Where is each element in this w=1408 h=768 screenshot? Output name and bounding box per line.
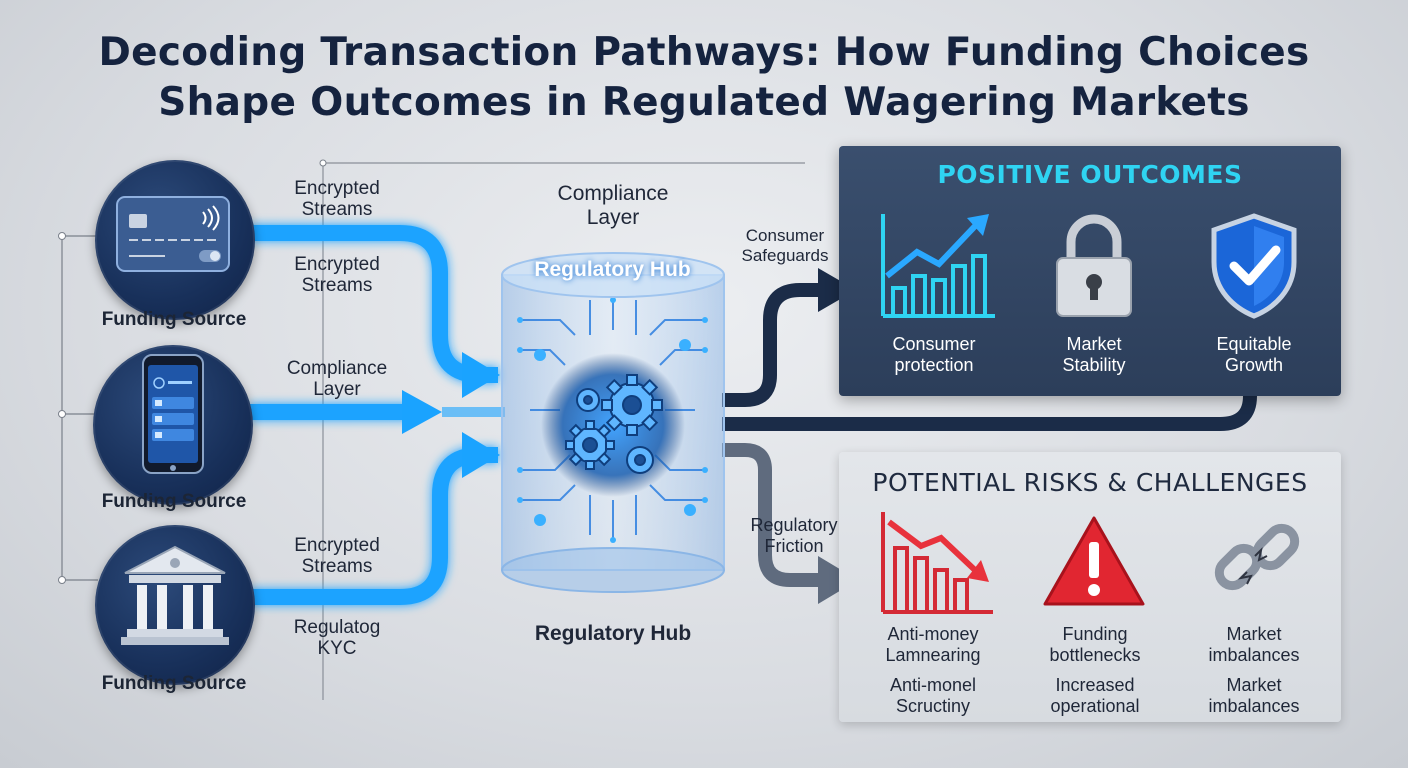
funding-source-label-3: Funding Source	[101, 673, 247, 694]
top-connector	[322, 162, 805, 700]
risk-item-sub-3: Market imbalances	[1208, 675, 1300, 716]
funding-source-phone-circle	[93, 345, 253, 505]
label-compliance-layer-left: Compliance Layer	[286, 358, 388, 400]
risks-panel: POTENTIAL RISKS & CHALLENGES Anti-money …	[839, 452, 1341, 722]
funding-source-label-1: Funding Source	[101, 309, 247, 330]
label-encrypted-streams-1: Encrypted Streams	[294, 178, 380, 220]
left-bracket	[61, 235, 100, 581]
funding-source-card-circle	[95, 160, 255, 320]
padlock-icon	[1056, 214, 1132, 317]
warning-icon	[1043, 516, 1145, 606]
risk-item-sub-2: Increased operational	[1050, 675, 1140, 716]
hub-bottom-label: Regulatory Hub	[534, 622, 692, 645]
positive-item-label-3: Equitable Growth	[1216, 334, 1292, 375]
gears-icon	[565, 374, 663, 474]
label-consumer-safeguards: Consumer Safeguards	[741, 226, 829, 265]
label-compliance-layer-top: Compliance Layer	[557, 182, 669, 229]
title-line-2: Shape Outcomes in Regulated Wagering Mar…	[158, 80, 1250, 125]
label-encrypted-streams-2: Encrypted Streams	[294, 254, 380, 296]
smartphone-icon	[142, 354, 204, 474]
label-regulatory-friction: Regulatory Friction	[750, 515, 838, 556]
blue-arrowheads	[402, 352, 500, 478]
risk-item-label-3: Market imbalances	[1208, 624, 1300, 665]
page-title: Decoding Transaction Pathways: How Fundi…	[0, 28, 1408, 128]
funding-source-bank-circle	[95, 525, 255, 685]
broken-chain-icon	[1214, 523, 1300, 591]
positive-outcomes-title: POSITIVE OUTCOMES	[937, 160, 1243, 189]
risk-item-label-1: Anti-money Lamnearing	[885, 624, 981, 665]
hub-top-label: Regulatory Hub	[534, 258, 691, 281]
shield-check-icon	[1211, 213, 1297, 319]
regulatory-hub-cylinder	[501, 252, 725, 593]
risks-title: POTENTIAL RISKS & CHALLENGES	[872, 468, 1308, 497]
title-line-1: Decoding Transaction Pathways: How Fundi…	[98, 30, 1310, 75]
label-encrypted-streams-3: Encrypted Streams	[294, 535, 380, 577]
credit-card-icon	[116, 196, 230, 272]
risk-item-label-2: Funding bottlenecks	[1049, 624, 1141, 665]
label-regulatog-kyc: Regulatog KYC	[293, 617, 381, 659]
navy-flow-up	[722, 283, 822, 407]
positive-outcomes-panel: POSITIVE OUTCOMES Consumer protection Ma…	[839, 146, 1341, 396]
funding-source-label-2: Funding Source	[101, 491, 247, 512]
rising-chart-icon	[881, 214, 995, 318]
falling-chart-icon	[881, 512, 993, 614]
risk-item-sub-1: Anti-monel Scructiny	[889, 675, 977, 716]
positive-item-label-2: Market Stability	[1062, 334, 1126, 375]
positive-item-label-1: Consumer protection	[892, 334, 976, 375]
bank-icon	[121, 545, 229, 645]
